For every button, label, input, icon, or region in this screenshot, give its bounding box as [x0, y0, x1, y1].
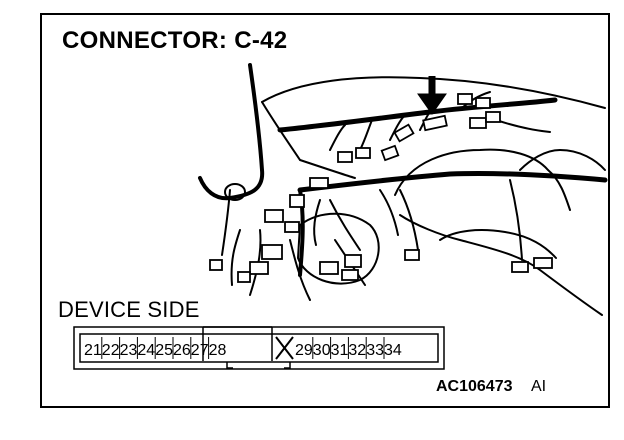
diagram-title: CONNECTOR: C-42: [62, 27, 288, 54]
pin-number-24: 24: [137, 342, 155, 359]
small-connector: [533, 257, 553, 269]
small-connector: [344, 254, 362, 268]
figure-suffix: AI: [531, 378, 547, 395]
diagram-frame: [40, 13, 610, 408]
connector-pin-row: [79, 333, 439, 363]
connector-face: [73, 326, 445, 370]
pin-number-26: 26: [173, 342, 191, 359]
pin-number-27: 27: [191, 342, 209, 359]
pin-number-34: 34: [384, 342, 402, 359]
small-connector: [319, 261, 339, 275]
left-harness: [198, 63, 265, 201]
small-connector: [261, 244, 283, 260]
small-connector: [337, 151, 353, 163]
small-connector: [289, 194, 305, 208]
target-connector-c42: [422, 114, 448, 132]
pin-number-25: 25: [155, 342, 173, 359]
small-connector: [457, 93, 473, 105]
dashboard-left-edge: [261, 101, 301, 161]
small-connector: [341, 269, 359, 281]
figure-code: AC106473: [436, 378, 513, 395]
small-connector: [264, 209, 284, 223]
pin-number-30: 30: [313, 342, 331, 359]
dash-lower-panel: [399, 214, 603, 316]
pin-number-29: 29: [295, 342, 313, 359]
dashboard-top-edge: [261, 76, 606, 109]
small-connector: [209, 259, 223, 271]
small-connector: [404, 249, 420, 261]
pin-number-28: 28: [209, 342, 227, 359]
pin-number-22: 22: [102, 342, 120, 359]
small-connector: [469, 117, 487, 129]
small-connector: [355, 147, 371, 159]
small-connector: [284, 221, 300, 233]
small-connector: [393, 123, 415, 143]
pin-number-31: 31: [331, 342, 349, 359]
location-arrow: [417, 76, 447, 115]
steering-column-arc: [439, 229, 557, 259]
device-side-label: DEVICE SIDE: [58, 297, 200, 322]
small-connector: [237, 271, 251, 283]
small-connector: [309, 177, 329, 189]
blank-pin-marker: [275, 336, 294, 360]
pin-number-21: 21: [84, 342, 102, 359]
small-connector: [380, 144, 400, 162]
pin-number-33: 33: [366, 342, 384, 359]
dashboard-lower-edge: [299, 159, 356, 179]
harness-grommet: [224, 183, 246, 201]
small-connector: [249, 261, 269, 275]
small-connector: [475, 97, 491, 109]
small-connector: [485, 111, 501, 123]
pin-number-23: 23: [120, 342, 138, 359]
pin-number-32: 32: [348, 342, 366, 359]
junction-block: [297, 212, 380, 285]
dash-vent-arc: [519, 149, 606, 171]
main-harness-lower: [297, 170, 608, 193]
instrument-cluster: [394, 148, 571, 211]
small-connector: [511, 261, 529, 273]
connector-lock-tab: [202, 326, 273, 361]
